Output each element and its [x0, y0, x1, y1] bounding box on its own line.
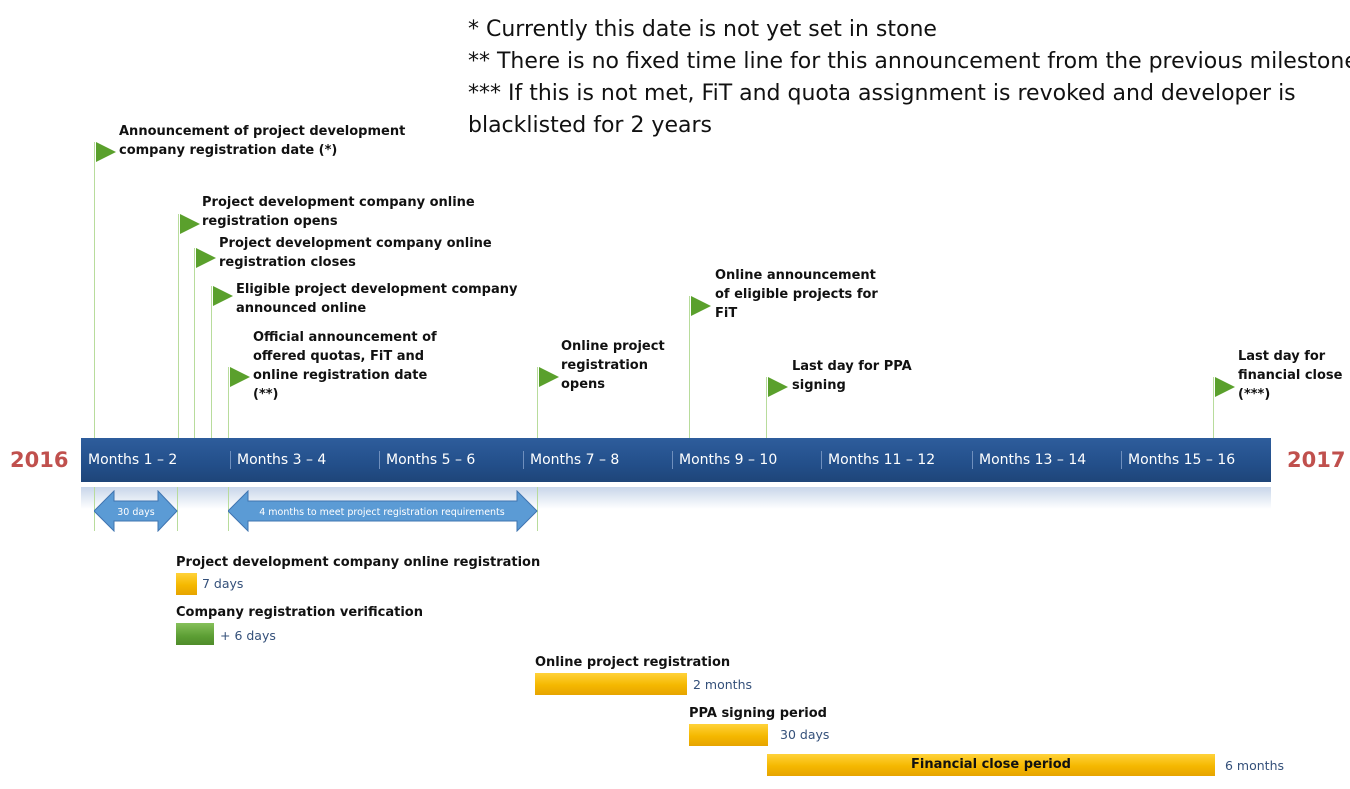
milestone-pole	[94, 142, 95, 438]
milestone-label: Project development company online regis…	[219, 234, 492, 272]
month-segment-label: Months 11 – 12	[828, 452, 936, 468]
task-bar	[689, 724, 768, 746]
month-segment-label: Months 5 – 6	[386, 452, 476, 468]
span-arrow-30-days: 30 days	[94, 490, 178, 532]
milestone-pole	[211, 286, 212, 438]
footnote-1: * Currently this date is not yet set in …	[468, 17, 937, 42]
milestone-line: Project development company online	[219, 236, 492, 251]
task-bar	[176, 623, 214, 645]
span-guide	[228, 487, 229, 531]
flag-icon	[539, 367, 559, 387]
milestone-label: Official announcement of offered quotas,…	[253, 328, 437, 404]
flag-icon	[213, 286, 233, 306]
milestone-line: FiT	[715, 306, 738, 321]
milestone-pole	[178, 214, 179, 438]
flag-icon	[691, 296, 711, 316]
footnote-3: *** If this is not met, FiT and quota as…	[468, 81, 1296, 106]
task-title: PPA signing period	[689, 706, 827, 721]
milestone-line: Last day for	[1238, 349, 1326, 364]
footnote-2: ** There is no fixed time line for this …	[468, 49, 1350, 74]
segment-divider	[230, 451, 231, 469]
milestone-line: announced online	[236, 301, 367, 316]
milestone-line: Official announcement of	[253, 330, 437, 345]
segment-divider	[1121, 451, 1122, 469]
segment-divider	[672, 451, 673, 469]
month-segment-label: Months 7 – 8	[530, 452, 620, 468]
milestone-line: (**)	[253, 387, 279, 402]
double-arrow-icon	[228, 490, 538, 532]
task-title: Online project registration	[535, 655, 731, 670]
flag-icon	[230, 367, 250, 387]
end-year: 2017	[1287, 448, 1346, 472]
milestone-pole	[1213, 377, 1214, 438]
milestone-line: registration closes	[219, 255, 356, 270]
milestone-line: Eligible project development company	[236, 282, 518, 297]
milestone-label: Online project registration opens	[561, 337, 665, 394]
milestone-pole	[194, 248, 195, 438]
month-segment-label: Months 9 – 10	[679, 452, 778, 468]
flag-icon	[96, 142, 116, 162]
footnote-3-continued: blacklisted for 2 years	[468, 113, 712, 138]
task-bar	[535, 673, 687, 695]
start-year: 2016	[10, 448, 69, 472]
task-bar	[176, 573, 197, 595]
timeline-bar	[81, 438, 1271, 482]
milestone-label: Project development company online regis…	[202, 193, 475, 231]
flag-icon	[768, 377, 788, 397]
span-arrow-4-months: 4 months to meet project registration re…	[228, 490, 538, 532]
task-duration: 7 days	[202, 576, 244, 591]
milestone-line: Online project	[561, 339, 665, 354]
flag-icon	[196, 248, 216, 268]
milestone-line: Online announcement	[715, 268, 876, 283]
milestone-line: (***)	[1238, 387, 1271, 402]
milestone-line: Project development company online	[202, 195, 475, 210]
span-guide	[94, 487, 95, 531]
month-segment-label: Months 3 – 4	[237, 452, 327, 468]
month-segment-label: Months 1 – 2	[88, 452, 178, 468]
milestone-line: financial close	[1238, 368, 1343, 383]
milestone-pole	[766, 377, 767, 438]
task-duration: 2 months	[693, 677, 753, 692]
milestone-line: opens	[561, 377, 606, 392]
flag-icon	[1215, 377, 1235, 397]
milestone-line: Announcement of project development	[119, 124, 406, 139]
segment-divider	[379, 451, 380, 469]
milestone-label: Last day for PPA signing	[792, 357, 912, 395]
span-label: 30 days	[117, 507, 155, 518]
milestone-line: online registration date	[253, 368, 428, 383]
milestone-pole	[537, 367, 538, 438]
month-segment-label: Months 13 – 14	[979, 452, 1087, 468]
task-title: Project development company online regis…	[176, 555, 541, 570]
task-title: Financial close period	[911, 757, 1071, 772]
milestone-pole	[689, 296, 690, 438]
milestone-label: Online announcement of eligible projects…	[715, 266, 878, 323]
month-segment-label: Months 15 – 16	[1128, 452, 1236, 468]
task-duration: 6 months	[1225, 758, 1285, 773]
double-arrow-icon	[94, 490, 178, 532]
financial-close-bar: Financial close period	[767, 754, 1215, 776]
span-label: 4 months to meet project registration re…	[259, 507, 505, 518]
milestone-line: offered quotas, FiT and	[253, 349, 425, 364]
segment-divider	[821, 451, 822, 469]
milestone-label: Eligible project development company ann…	[236, 280, 517, 318]
segment-divider	[523, 451, 524, 469]
task-title: Company registration verification	[176, 605, 423, 620]
task-duration: 30 days	[780, 727, 830, 742]
milestone-pole	[228, 367, 229, 438]
milestone-line: Last day for PPA	[792, 359, 912, 374]
milestone-line: signing	[792, 378, 846, 393]
task-duration: + 6 days	[220, 628, 276, 643]
milestone-line: company registration date (*)	[119, 143, 338, 158]
segment-divider	[972, 451, 973, 469]
milestone-label: Announcement of project development comp…	[119, 122, 405, 160]
milestone-line: registration opens	[202, 214, 338, 229]
milestone-line: of eligible projects for	[715, 287, 878, 302]
milestone-line: registration	[561, 358, 648, 373]
flag-icon	[180, 214, 200, 234]
span-guide	[177, 487, 178, 531]
milestone-label: Last day for financial close (***)	[1238, 347, 1342, 404]
span-guide	[537, 487, 538, 531]
